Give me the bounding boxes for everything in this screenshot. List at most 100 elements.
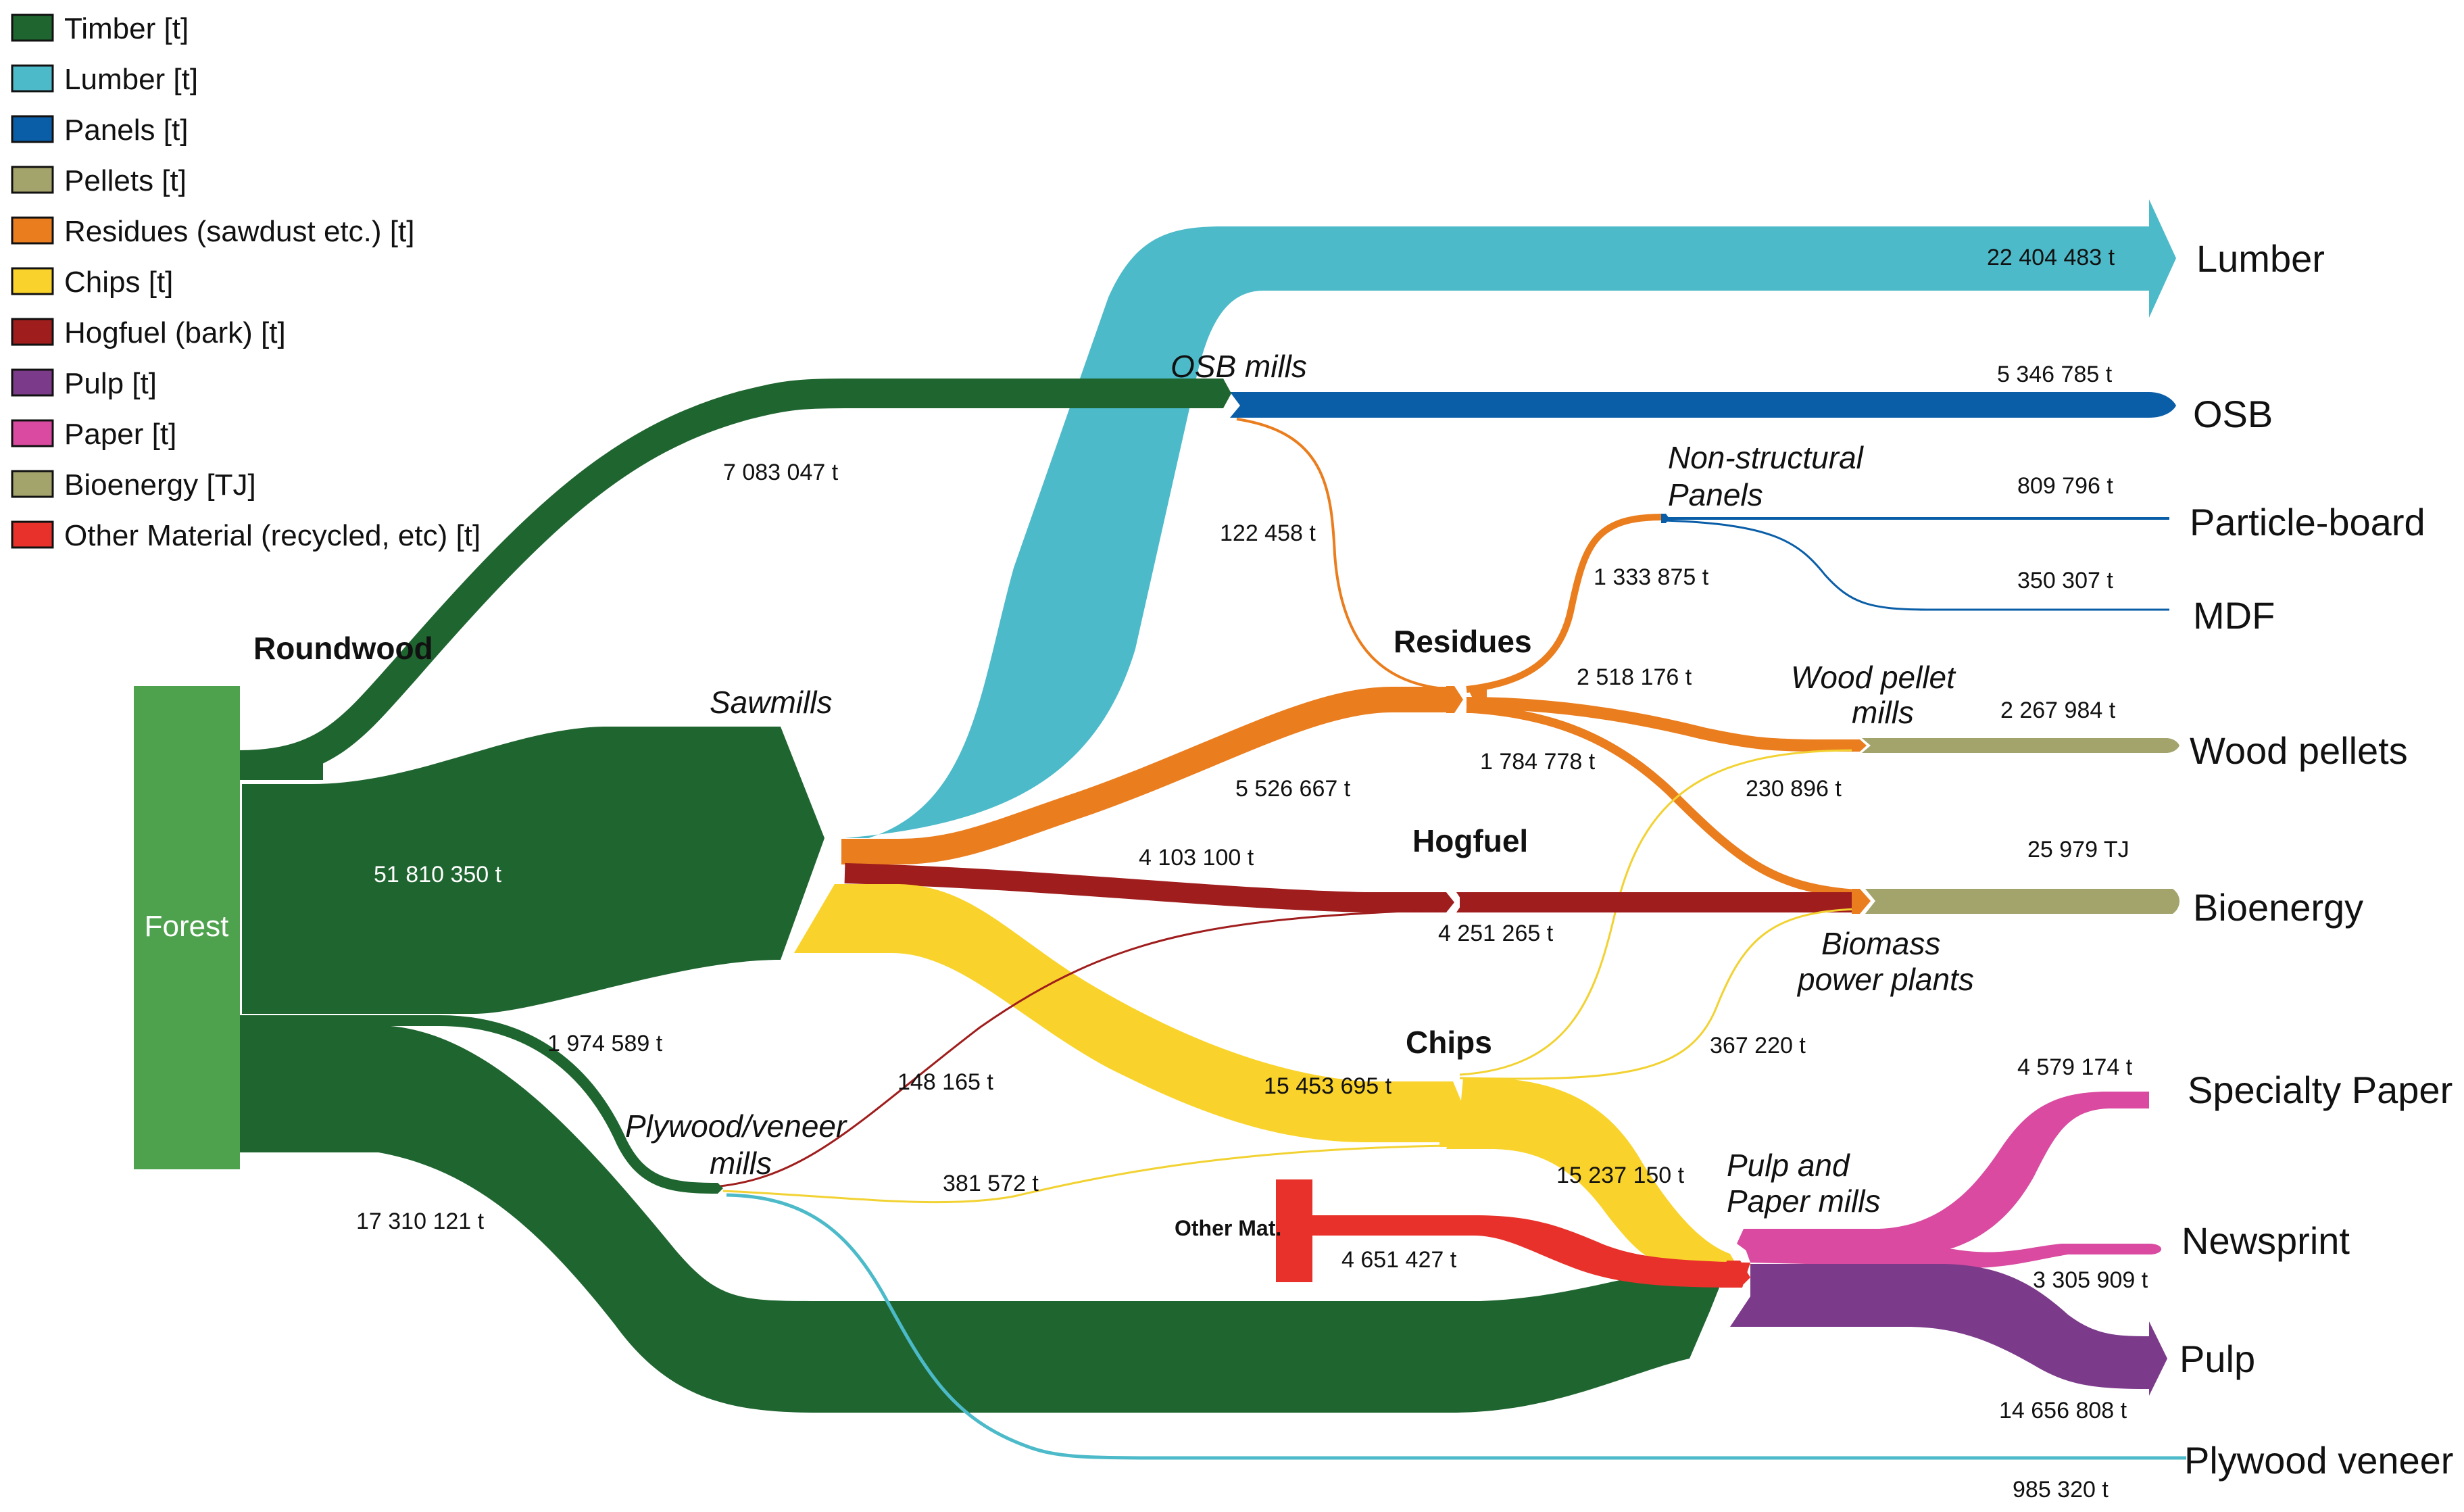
legend-swatch-bioenergy [11, 470, 54, 498]
node-forest [134, 686, 240, 1169]
node-other-mat [1276, 1179, 1312, 1282]
legend-item-pellets: Pellets [t] [11, 164, 187, 197]
node-roundwood-upper [242, 750, 323, 780]
value-label-chips-pellet-mills: 230 896 t [1746, 776, 1842, 802]
value-label-mdf: 350 307 t [2017, 568, 2113, 593]
node-label-biomass-1: Biomass [1821, 926, 1940, 961]
node-label-biomass-2: power plants [1796, 962, 1974, 997]
value-label-chips-pulp-mills: 15 237 150 t [1556, 1163, 1685, 1188]
value-label-residues-nonstructural: 1 333 875 t [1594, 564, 1709, 590]
value-label-pulp: 14 656 808 t [1999, 1398, 2127, 1423]
product-label-particleboard: Particle-board [2190, 501, 2425, 543]
product-label-bioenergy: Bioenergy [2193, 886, 2363, 929]
flows [239, 199, 2186, 1460]
flow-nonstructural-mdf [1662, 519, 2169, 611]
node-label-nonstructural-1: Non-structural [1668, 440, 1865, 475]
flow-residues-biomass [1466, 704, 1852, 898]
legend-swatch-panels [11, 115, 54, 143]
flow-other-pulp-mills [1304, 1215, 1750, 1288]
value-label-forest-pulp: 17 310 121 t [356, 1209, 485, 1234]
value-label-forest-sawmills: 51 810 350 t [374, 862, 502, 887]
value-label-bioenergy: 25 979 TJ [2027, 837, 2129, 862]
legend-item-hogfuel: Hogfuel (bark) [t] [11, 316, 286, 349]
node-pellet-mills [1852, 739, 1867, 752]
product-label-plywood-veneer: Plywood veneer [2184, 1439, 2453, 1482]
value-label-osb-residues: 122 458 t [1220, 520, 1316, 546]
flow-biomass-bioenergy [1865, 889, 2179, 914]
flow-forest-pulp-mills [240, 1025, 1730, 1413]
value-label-particleboard: 809 796 t [2017, 473, 2113, 499]
flow-osb-mills-osb [1230, 392, 2176, 418]
product-label-osb: OSB [2193, 393, 2273, 435]
flow-pulp-mills-pulp [1730, 1264, 2167, 1396]
value-label-sawmills-lumber: 22 404 483 t [1987, 245, 2115, 270]
product-label-wood-pellets: Wood pellets [2190, 729, 2408, 772]
node-label-pulp-mills-1: Pulp and [1727, 1148, 1850, 1183]
legend-swatch-timber [11, 14, 54, 42]
node-residues [1446, 686, 1487, 713]
value-label-forest-osb: 7 083 047 t [723, 460, 839, 485]
flow-residues-pellet-mills [1466, 697, 1855, 752]
flow-osb-mills-residues [1236, 418, 1454, 691]
node-label-nonstructural-2: Panels [1668, 477, 1763, 512]
legend-swatch-pulp [11, 368, 54, 397]
flow-chips-pulp-mills [1446, 1078, 1757, 1265]
node-label-pellet-mills-1: Wood pellet [1791, 660, 1956, 695]
legend-item-paper: Paper [t] [11, 418, 176, 451]
legend-item-pulp: Pulp [t] [11, 367, 157, 400]
legend-label-bioenergy: Bioenergy [TJ] [64, 468, 256, 502]
value-label-chips-biomass: 367 220 t [1710, 1033, 1806, 1058]
node-biomass [1852, 889, 1871, 914]
value-label-sawmills-residues: 5 526 667 t [1235, 776, 1351, 802]
node-label-hogfuel: Hogfuel [1412, 823, 1528, 858]
node-pulp-mills [1720, 1261, 1750, 1288]
flow-sawmills-hogfuel [844, 863, 1446, 912]
legend-swatch-lumber [11, 64, 54, 93]
value-label-plywood-veneer: 985 320 t [2013, 1477, 2109, 1503]
legend-swatch-paper [11, 419, 54, 447]
value-label-forest-plywood: 1 974 589 t [547, 1031, 663, 1056]
value-label-residues-biomass: 1 784 778 t [1480, 749, 1596, 775]
flow-pulp-mills-newsprint [1744, 1244, 2161, 1269]
flow-sawmills-residues [841, 687, 1453, 864]
legend-label-panels: Panels [t] [64, 114, 188, 147]
node-label-pellet-mills-2: mills [1852, 695, 1914, 730]
node-roundwood-main [242, 727, 824, 1014]
legend-item-lumber: Lumber [t] [11, 63, 198, 96]
node-label-other-mat: Other Mat. [1175, 1216, 1281, 1240]
legend-swatch-residues [11, 216, 54, 245]
value-label-newsprint: 3 305 909 t [2033, 1267, 2148, 1293]
legend-label-timber: Timber [t] [64, 12, 189, 45]
legend-label-hogfuel: Hogfuel (bark) [t] [64, 316, 286, 349]
node-label-forest: Forest [145, 910, 229, 943]
node-label-pulp-mills-2: Paper mills [1727, 1184, 1881, 1219]
flow-sawmills-lumber [818, 199, 2176, 838]
legend: Timber [t] Lumber [t] Panels [t] Pellets… [11, 12, 481, 552]
legend-label-paper: Paper [t] [64, 418, 176, 451]
flow-residues-nonstructural [1466, 514, 1663, 693]
legend-swatch-other-material [11, 520, 54, 549]
value-label-sawmills-hogfuel: 4 103 100 t [1139, 845, 1254, 871]
flow-plywood-chips [722, 1144, 1450, 1204]
flow-pellet-mills-wood-pellets [1862, 738, 2179, 753]
value-label-specialty-paper: 4 579 174 t [2017, 1054, 2133, 1080]
value-label-residues-pellet-mills: 2 518 176 t [1577, 664, 1692, 690]
legend-item-bioenergy: Bioenergy [TJ] [11, 468, 256, 502]
node-label-plywood-mills-1: Plywood/veneer [625, 1108, 847, 1144]
node-sawmills-chips-source [794, 884, 838, 953]
node-label-plywood-mills-2: mills [710, 1146, 772, 1181]
product-label-lumber: Lumber [2196, 237, 2325, 280]
value-label-plywood-hogfuel: 148 165 t [897, 1069, 993, 1095]
legend-label-pellets: Pellets [t] [64, 164, 187, 197]
product-label-mdf: MDF [2193, 594, 2275, 637]
node-nonstructural [1661, 514, 1669, 523]
legend-item-chips: Chips [t] [11, 266, 173, 299]
flow-forest-plywood-mills [240, 1015, 717, 1194]
flow-chips-biomass [1459, 908, 1856, 1080]
legend-label-residues: Residues (sawdust etc.) [t] [64, 215, 414, 248]
legend-swatch-pellets [11, 166, 54, 194]
node-label-sawmills: Sawmills [710, 685, 832, 720]
legend-item-panels: Panels [t] [11, 114, 188, 147]
flow-pulp-mills-specialty-paper [1737, 1092, 2149, 1259]
